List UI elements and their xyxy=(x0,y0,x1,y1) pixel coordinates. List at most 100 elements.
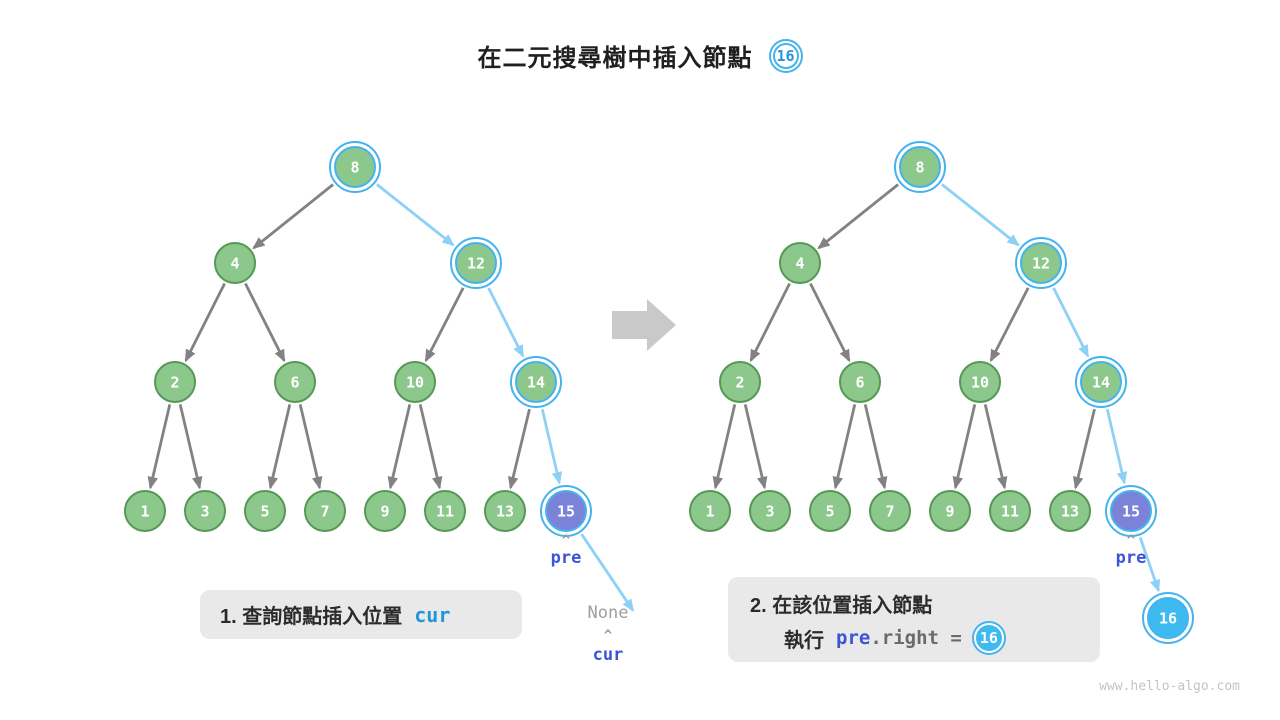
tree-node-label: 14 xyxy=(527,374,545,392)
tree-node xyxy=(689,490,731,532)
tree-node-label: 7 xyxy=(885,503,894,521)
tree-node xyxy=(424,490,466,532)
tree-node xyxy=(1049,490,1091,532)
tree-edge xyxy=(507,408,531,490)
node-highlight-ring xyxy=(450,237,502,289)
caption-step2: 2. 在該位置插入節點 執行 pre .right = 16 xyxy=(728,577,1100,662)
tree-edge xyxy=(487,287,525,358)
cur-label: cur xyxy=(592,645,624,665)
tree-node xyxy=(779,242,821,284)
tree-edge xyxy=(580,533,635,612)
tree-node xyxy=(515,361,557,403)
node-highlight-ring xyxy=(1142,592,1194,644)
caption-step2-exec: 執行 xyxy=(784,629,824,652)
tree-node-label: 14 xyxy=(1092,374,1110,392)
tree-node xyxy=(364,490,406,532)
tree-node xyxy=(154,361,196,403)
tree-node-label: 13 xyxy=(1061,503,1079,521)
tree-node xyxy=(869,490,911,532)
tree-node xyxy=(929,490,971,532)
tree-node-label: 7 xyxy=(320,503,329,521)
node-highlight-ring xyxy=(329,141,381,193)
tree-node-label: 13 xyxy=(496,503,514,521)
tree-node xyxy=(1110,490,1152,532)
tree-node-label: 3 xyxy=(765,503,774,521)
caption-step2-node-badge-value: 16 xyxy=(975,625,1002,651)
tree-node xyxy=(545,490,587,532)
tree-node-label: 9 xyxy=(380,503,389,521)
diagram-title-row: 在二元搜尋樹中插入節點 16 xyxy=(0,38,1280,73)
tree-node-label: 3 xyxy=(200,503,209,521)
tree-node-label: 16 xyxy=(1159,610,1177,628)
tree-node xyxy=(304,490,346,532)
tree-edge xyxy=(952,404,977,490)
tree-node-label: 1 xyxy=(140,503,149,521)
tree-edge xyxy=(817,183,899,250)
tree-edge xyxy=(1052,287,1090,358)
tree-edge xyxy=(989,287,1030,363)
tree-edge xyxy=(712,404,737,490)
tree-node-label: 5 xyxy=(260,503,269,521)
tree-node xyxy=(1080,361,1122,403)
tree-node-label: 15 xyxy=(557,503,575,521)
tree-node-label: 2 xyxy=(735,374,744,392)
caption-step1-code: cur xyxy=(414,602,451,627)
tree-edge xyxy=(387,404,412,490)
tree-node xyxy=(719,361,761,403)
tree-edge xyxy=(252,183,334,250)
tree-node xyxy=(809,490,851,532)
page-title: 在二元搜尋樹中插入節點 xyxy=(477,45,753,72)
node-highlight-ring xyxy=(1105,485,1157,537)
tree-node xyxy=(989,490,1031,532)
tree-node xyxy=(244,490,286,532)
tree-edge xyxy=(376,183,455,247)
caption-step2-node-badge: 16 xyxy=(971,621,1006,655)
tree-node xyxy=(749,490,791,532)
tree-edge xyxy=(424,287,465,363)
tree-node-label: 8 xyxy=(915,159,924,177)
tree-node xyxy=(959,361,1001,403)
tree-node-label: 1 xyxy=(705,503,714,521)
tree-edge xyxy=(244,282,286,363)
tree-node xyxy=(334,146,376,188)
tree-node-label: 5 xyxy=(825,503,834,521)
tree-node xyxy=(484,490,526,532)
tree-edge xyxy=(184,282,226,363)
tree-node-label: 6 xyxy=(290,374,299,392)
node-highlight-ring xyxy=(894,141,946,193)
tree-node xyxy=(455,242,497,284)
pre-label-left: pre xyxy=(550,548,582,568)
tree-node-label: 4 xyxy=(230,255,239,273)
tree-node xyxy=(184,490,226,532)
tree-node-label: 9 xyxy=(945,503,954,521)
tree-node-label: 10 xyxy=(971,374,989,392)
tree-edge xyxy=(178,404,203,490)
tree-node xyxy=(274,361,316,403)
tree-node xyxy=(839,361,881,403)
tree-node xyxy=(124,490,166,532)
tree-edge xyxy=(749,282,791,363)
tree-node-label: 12 xyxy=(467,255,485,273)
caption-step2-code-pre: pre xyxy=(836,627,871,649)
tree-node xyxy=(214,242,256,284)
tree-edge xyxy=(1138,537,1161,593)
tree-edge xyxy=(1105,408,1128,485)
tree-node xyxy=(394,361,436,403)
caption-step2-code-rest: .right = xyxy=(870,627,962,649)
tree-node-label: 2 xyxy=(170,374,179,392)
tree-edge xyxy=(983,404,1008,490)
tree-node-label: 11 xyxy=(436,503,454,521)
tree-node xyxy=(899,146,941,188)
tree-edge xyxy=(809,282,851,363)
tree-edge xyxy=(418,404,443,490)
tree-node xyxy=(1020,242,1062,284)
none-label: None xyxy=(587,603,629,623)
tree-node-label: 11 xyxy=(1001,503,1019,521)
tree-edge xyxy=(863,404,888,490)
caption-step1: 1. 查詢節點插入位置 cur xyxy=(200,590,522,639)
tree-node-label: 8 xyxy=(350,159,359,177)
tree-node-label: 12 xyxy=(1032,255,1050,273)
